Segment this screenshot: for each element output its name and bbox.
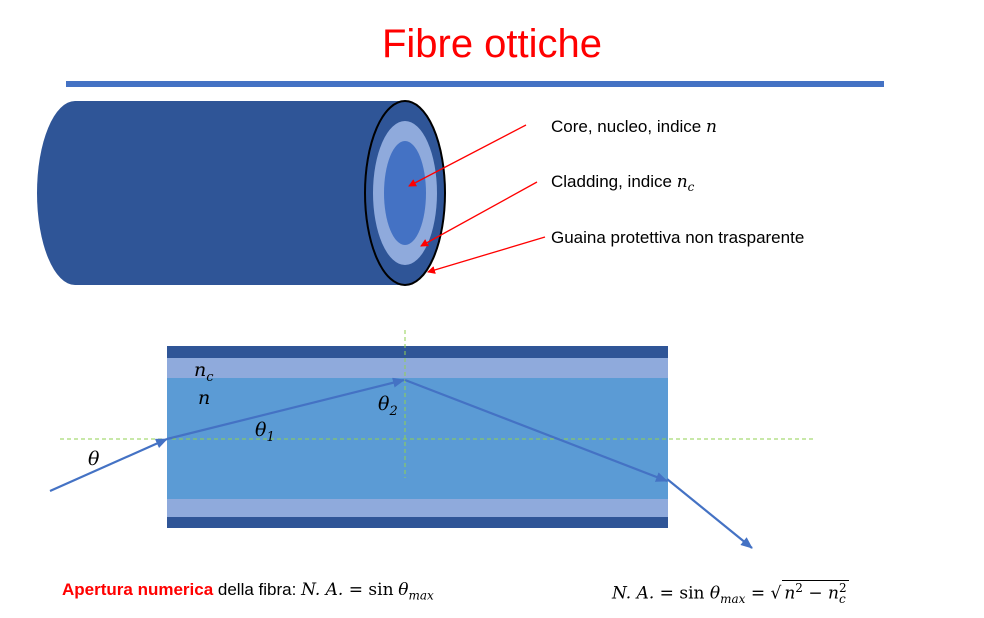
cladding-index-label: nc <box>194 359 214 385</box>
reflected-ray <box>404 378 668 483</box>
minus-sign: − <box>802 583 828 604</box>
theta-max-right: θ <box>709 583 721 604</box>
theta1-subscript: 1 <box>266 430 274 445</box>
jacket-label: Guaina protettiva non trasparente <box>551 228 804 247</box>
exit-ray <box>666 478 753 549</box>
equals-left: = <box>343 580 369 600</box>
cladding-label-symbol: n <box>677 172 688 192</box>
fiber-cylinder <box>37 100 446 286</box>
core-label: Core, nucleo, indice n <box>551 117 717 137</box>
na-symbol-right: N. A. <box>612 583 655 604</box>
sqrt-sign: √ <box>770 583 782 604</box>
max-subscript-right: max <box>720 592 746 607</box>
refracted-ray <box>166 377 405 441</box>
sin-left: sin <box>368 580 394 600</box>
cladding-label-subscript: c <box>688 180 695 194</box>
incident-ray <box>49 437 168 493</box>
bottom-cladding-layer <box>167 499 668 517</box>
n-symbol: n <box>784 583 796 604</box>
theta-label: θ <box>88 448 100 470</box>
n-superscript: 2 <box>795 581 803 595</box>
theta2-subscript: 2 <box>388 404 397 419</box>
cladding-pointer-arrow <box>420 181 538 247</box>
light-guide <box>167 346 668 528</box>
nc-symbol: n <box>828 583 839 604</box>
sin-right: sin <box>679 583 705 604</box>
title-rule <box>66 81 884 87</box>
core-pointer-arrow <box>408 124 527 187</box>
cladding-index-symbol: n <box>194 359 206 381</box>
core-label-symbol: n <box>706 117 717 137</box>
numerical-aperture-text: della fibra: <box>213 580 302 599</box>
cladding-index-subscript: c <box>206 370 214 385</box>
core-end-face <box>384 141 426 245</box>
theta1-label: θ1 <box>255 419 275 445</box>
core-index-label: n <box>198 387 210 409</box>
theta1-symbol: θ <box>255 419 267 441</box>
bottom-jacket-layer <box>167 517 668 528</box>
core-label-text: Core, nucleo, indice <box>551 117 701 136</box>
cladding-label-text: Cladding, indice <box>551 172 672 191</box>
cladding-label: Cladding, indice nc <box>551 172 695 194</box>
theta-max-left: θ <box>398 580 409 600</box>
nc-superscript: 2 <box>838 581 847 596</box>
theta2-label: θ2 <box>378 393 398 419</box>
jacket-pointer-arrow <box>427 236 546 274</box>
equals-right-2: = <box>745 583 771 604</box>
slide-title: Fibre ottiche <box>381 22 603 66</box>
numerical-aperture-definition: Apertura numerica della fibra: N. A. = s… <box>62 580 434 602</box>
numerical-aperture-highlight: Apertura numerica <box>62 580 214 599</box>
nc-subscript: c <box>838 592 846 607</box>
top-cladding-layer <box>167 358 668 378</box>
na-symbol-left: N. A. <box>301 580 344 600</box>
fiber-body <box>37 101 405 285</box>
top-jacket-layer <box>167 346 668 358</box>
theta2-symbol: θ <box>378 393 390 415</box>
max-subscript-left: max <box>408 588 434 603</box>
equals-right-1: = <box>654 583 680 604</box>
